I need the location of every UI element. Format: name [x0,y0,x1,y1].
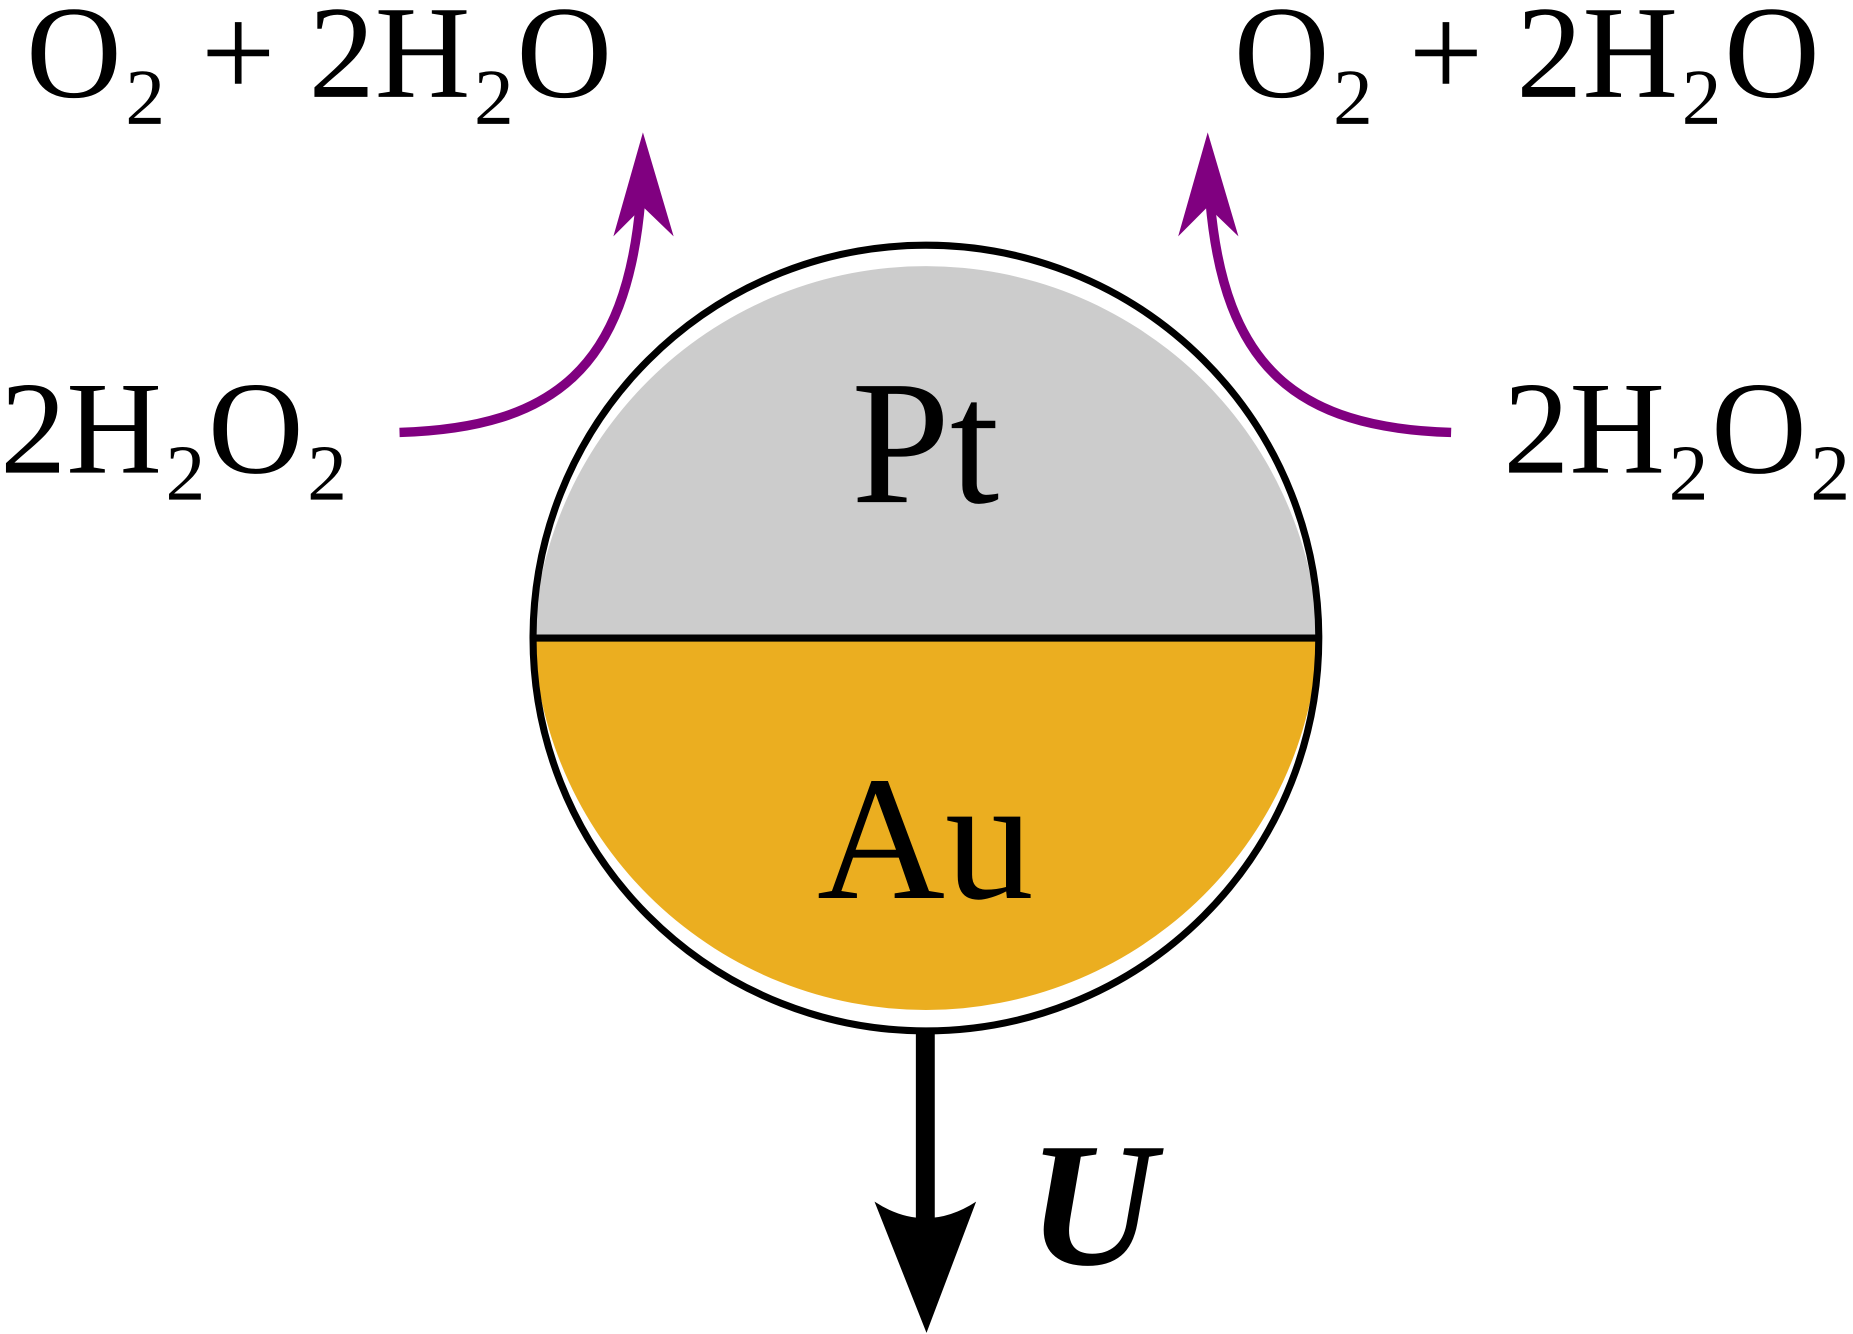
left-reactant: 2H₂O₂ [0,355,350,502]
pt-label: Pt [851,345,999,541]
right-reaction-arrow [1178,132,1452,438]
left-reaction-arrow [399,132,674,438]
right-products: O₂ + 2H₂O [1234,0,1820,126]
pt-hemisphere [533,266,1319,639]
left-products: O₂ + 2H₂O [26,0,612,126]
velocity-label: U [1028,1107,1164,1303]
velocity-arrow [874,1031,977,1333]
au-hemisphere [533,638,1319,1010]
right-reactant: 2H₂O₂ [1503,355,1853,502]
au-label: Au [817,741,1034,937]
